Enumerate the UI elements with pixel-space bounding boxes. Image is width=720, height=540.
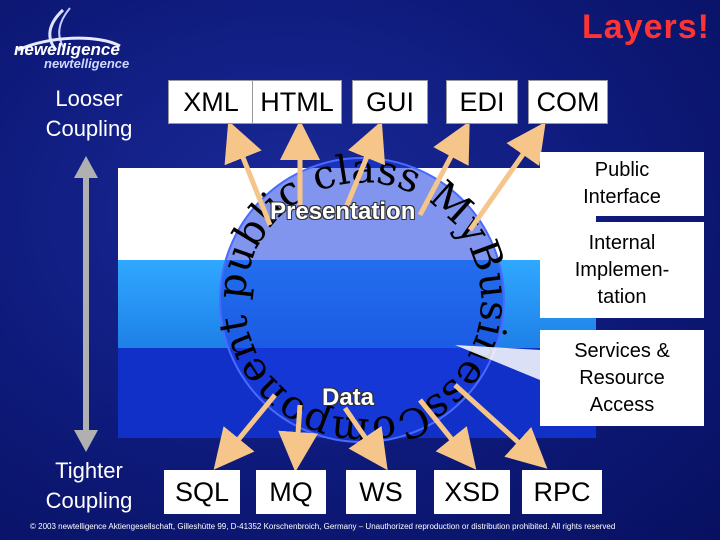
services-resource-access-box: Services & Resource Access: [540, 330, 704, 426]
copyright-footer: © 2003 newtelligence Aktiengesellschaft,…: [30, 522, 616, 531]
mq-box: MQ: [256, 470, 326, 514]
tighter-coupling-label: Tighter Coupling: [45, 458, 133, 513]
presentation-label: Presentation: [270, 198, 416, 225]
ws-box: WS: [346, 470, 416, 514]
public-interface-box: Public Interface: [540, 152, 704, 216]
xml-box: XML: [168, 80, 254, 124]
edi-box: EDI: [446, 80, 518, 124]
looser-coupling-label: Looser Coupling: [45, 86, 133, 141]
html-box: HTML: [252, 80, 342, 124]
logo: [8, 6, 126, 76]
slide-title: Layers!: [582, 8, 710, 46]
sql-box: SQL: [164, 470, 240, 514]
logo-subtext: newtelligence: [44, 56, 130, 71]
logo-text: newelligence: [14, 40, 120, 59]
data-label: Data: [322, 384, 375, 411]
component-circle: [220, 158, 504, 442]
gui-box: GUI: [352, 80, 428, 124]
xsd-box: XSD: [434, 470, 510, 514]
com-box: COM: [528, 80, 608, 124]
logo-swoosh-icon: [17, 7, 121, 52]
internal-implementation-box: Internal Implemen- tation: [540, 222, 704, 318]
rpc-box: RPC: [522, 470, 602, 514]
